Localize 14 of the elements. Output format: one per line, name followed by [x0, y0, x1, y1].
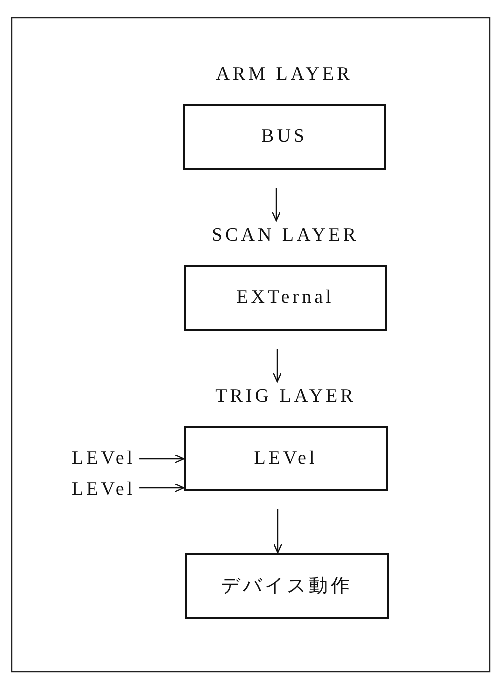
input-label: LEVel	[72, 479, 136, 501]
arrow	[272, 188, 282, 222]
arrow	[140, 454, 185, 464]
arrow	[273, 509, 283, 554]
process-box: LEVel	[184, 426, 388, 491]
process-box: EXTernal	[184, 265, 387, 331]
layer-heading: SCAN LAYER	[210, 224, 360, 248]
process-box: BUS	[183, 104, 386, 170]
layer-heading: TRIG LAYER	[214, 385, 358, 409]
layer-heading: ARM LAYER	[215, 63, 354, 87]
arrow	[140, 483, 185, 493]
input-label: LEVel	[72, 448, 136, 470]
arrow	[272, 349, 282, 383]
process-box: デバイス動作	[185, 553, 389, 619]
